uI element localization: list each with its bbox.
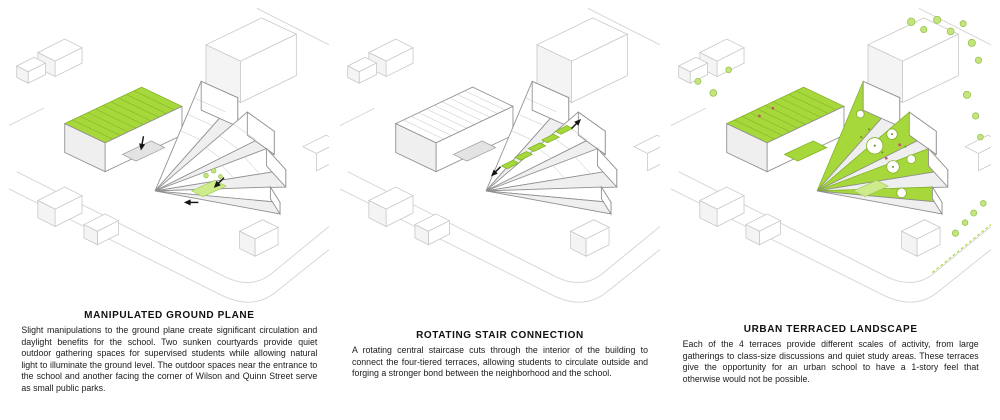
street-planting	[931, 224, 991, 274]
fan-wings	[485, 80, 618, 216]
sunken-courtyards	[783, 140, 889, 197]
panel-title: ROTATING STAIR CONNECTION	[416, 330, 584, 341]
people-dots	[757, 106, 907, 160]
green-roof-hatch	[72, 90, 175, 140]
panel-title: URBAN TERRACED LANDSCAPE	[743, 324, 918, 335]
trees	[203, 168, 223, 179]
school-building	[725, 80, 949, 216]
bar-roof-hatch	[403, 90, 506, 140]
school-building	[394, 80, 618, 216]
axon-drawing-terraced-landscape	[670, 7, 991, 303]
panel-description: A rotating central staircase cuts throug…	[352, 345, 648, 379]
street-lines	[340, 7, 660, 303]
panel-rotating-stair-connection: ROTATING STAIR CONNECTION A rotating cen…	[335, 0, 666, 420]
context-buildings	[16, 17, 330, 257]
green-roof-hatch	[733, 90, 837, 140]
street-lines	[9, 7, 330, 303]
sunken-courtyards	[452, 140, 497, 162]
axon-drawing-stair-connection	[340, 7, 660, 303]
fan-wings	[154, 80, 287, 216]
panel-description: Each of the 4 terraces provide different…	[682, 339, 979, 384]
trees	[694, 15, 987, 237]
wing-roof-hatch	[180, 97, 261, 179]
panel-title: MANIPULATED GROUND PLANE	[84, 310, 255, 321]
terrace-pads	[855, 109, 916, 199]
circulation-arrows	[139, 136, 225, 206]
panel-urban-terraced-landscape: URBAN TERRACED LANDSCAPE Each of the 4 t…	[665, 0, 996, 420]
panel-manipulated-ground-plane: MANIPULATED GROUND PLANE Slight manipula…	[4, 0, 335, 420]
circulation-arrows	[491, 118, 582, 177]
arrow-icon	[139, 136, 146, 151]
axon-drawing-ground-plane	[9, 7, 330, 303]
arrow-icon	[184, 199, 199, 206]
street-lines	[670, 7, 991, 303]
school-building	[64, 80, 287, 216]
arrow-icon	[491, 166, 502, 177]
fan-wings-green-terraces	[816, 80, 949, 216]
arrow-icon	[214, 177, 225, 188]
arrow-icon	[571, 118, 582, 130]
panel-description: Slight manipulations to the ground plane…	[21, 325, 318, 394]
